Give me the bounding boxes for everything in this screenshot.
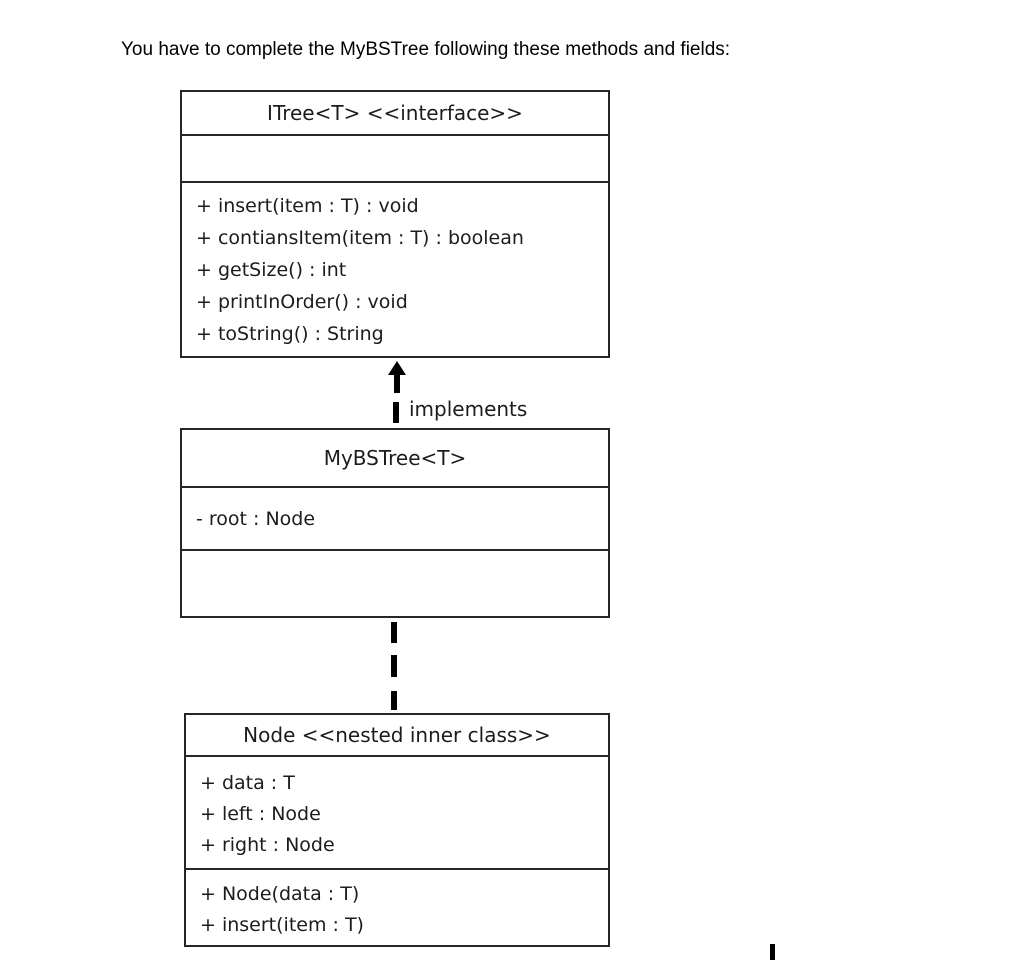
- mybstree-fields-compartment: - root : Node: [182, 488, 608, 551]
- nested-class-connector-dash-segment: [391, 691, 397, 710]
- node-field-data: + data : T: [200, 772, 295, 794]
- mybstree-class-box: MyBSTree<T> - root : Node: [180, 428, 610, 618]
- text-cursor-mark: [770, 944, 775, 960]
- implements-arrowhead-icon: [388, 361, 406, 375]
- node-class-title: Node <<nested inner class>>: [186, 715, 608, 757]
- nested-class-connector-dash-segment: [391, 622, 397, 643]
- itree-method-getsize: + getSize() : int: [196, 259, 347, 281]
- implements-arrow-dash-segment: [393, 402, 399, 423]
- mybstree-class-title: MyBSTree<T>: [182, 430, 608, 488]
- node-nested-class-box: Node <<nested inner class>> + data : T +…: [184, 713, 610, 947]
- itree-fields-compartment-empty: [182, 136, 608, 183]
- node-method-constructor: + Node(data : T): [200, 883, 360, 905]
- node-field-left: + left : Node: [200, 803, 321, 825]
- node-methods-compartment: + Node(data : T) + insert(item : T): [186, 870, 608, 945]
- nested-class-connector-dash-segment: [391, 655, 397, 677]
- itree-method-contiansitem: + contiansItem(item : T) : boolean: [196, 227, 524, 249]
- itree-interface-class-box: ITree<T> <<interface>> + insert(item : T…: [180, 90, 610, 358]
- itree-method-tostring: + toString() : String: [196, 323, 384, 345]
- implements-relation-label: implements: [409, 397, 528, 421]
- itree-method-insert: + insert(item : T) : void: [196, 195, 419, 217]
- instruction-heading: You have to complete the MyBSTree follow…: [121, 39, 731, 60]
- itree-method-printinorder: + printInOrder() : void: [196, 291, 408, 313]
- mybstree-field-root: - root : Node: [196, 507, 316, 530]
- itree-methods-compartment: + insert(item : T) : void + contiansItem…: [182, 183, 608, 356]
- itree-class-title: ITree<T> <<interface>>: [182, 92, 608, 136]
- node-field-right: + right : Node: [200, 834, 335, 856]
- node-fields-compartment: + data : T + left : Node + right : Node: [186, 757, 608, 870]
- node-method-insert: + insert(item : T): [200, 914, 364, 936]
- implements-arrow-shaft: [394, 373, 400, 393]
- mybstree-methods-compartment-empty: [182, 551, 608, 616]
